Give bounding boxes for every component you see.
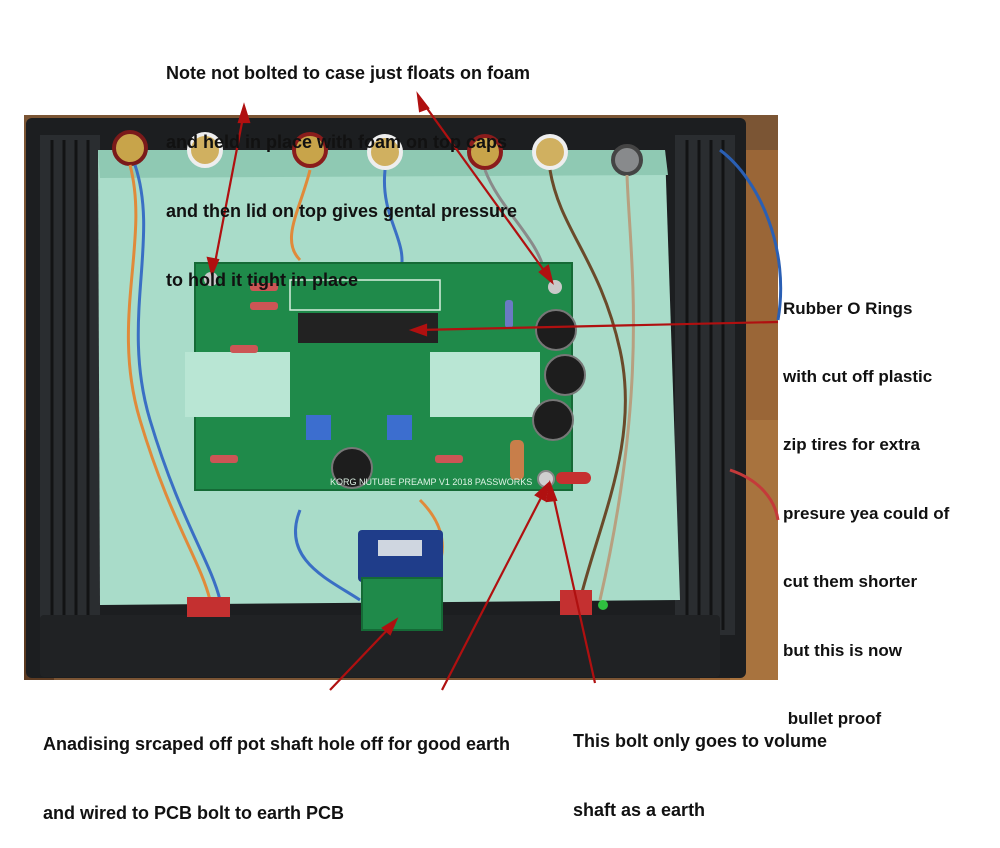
pcb-outline (289, 279, 441, 311)
amplifier-photo: KORG NUTUBE PREAMP V1 2018 PASSWORKS (24, 91, 783, 691)
right-annotation-line-6: but this is now (783, 640, 902, 660)
top-annotation-line-4: to hold it tight in place (166, 270, 358, 290)
pcb-bolt-top-right (548, 280, 562, 294)
case-left-wall (40, 135, 100, 635)
power-jack (611, 144, 643, 176)
pcb-board-text: KORG NUTUBE PREAMP V1 2018 PASSWORKS (330, 477, 532, 487)
arrow-top-right-head (416, 91, 430, 113)
case-right-wall (675, 135, 735, 635)
arrow-bottom-right (550, 489, 597, 684)
top-annotation-line-3: and then lid on top gives gental pressur… (166, 201, 518, 221)
jack-6 (532, 134, 568, 170)
pot-board (361, 577, 443, 631)
twisted-wires (126, 148, 783, 602)
arrow-top-right-tail-head (538, 264, 554, 286)
right-annotation-line-7: bullet proof (783, 708, 882, 728)
capacitor-4 (331, 447, 373, 489)
volume-pot-label (378, 540, 422, 556)
arrow-bottom-left-pot-head (381, 617, 399, 636)
jack-4 (367, 134, 403, 170)
led-indicator (598, 600, 608, 610)
jack-2 (187, 132, 223, 168)
arrow-rubber-rings (417, 320, 779, 332)
bottom-right-annotation: This bolt only goes to volume shaft as a… (573, 684, 827, 845)
jack-1 (112, 130, 148, 166)
arrow-top-right (420, 99, 549, 277)
switch-left (187, 597, 230, 617)
foam-cap-left (185, 352, 290, 417)
arrow-bottom-left-bolt-head (534, 480, 550, 502)
capacitor-2 (544, 354, 586, 396)
pcb-components (185, 272, 591, 489)
right-annotation-line-2: with cut off plastic (783, 366, 933, 386)
case-front-panel (40, 615, 720, 677)
resistor-7 (210, 455, 238, 463)
right-annotation-line-4: presure yea could of (783, 503, 950, 523)
trimmer-1 (306, 415, 331, 440)
arrow-top-note-tail-head (206, 256, 220, 278)
bottom-right-annotation-line-1: This bolt only goes to volume (573, 731, 828, 751)
heatsink-fins-left (50, 140, 90, 630)
annotation-arrows (206, 91, 779, 691)
top-annotation: Note not bolted to case just floats on f… (166, 16, 530, 315)
right-annotation-line-1: Rubber O Rings (783, 298, 913, 318)
foam-cap-right (430, 352, 540, 417)
arrow-bottom-left-pot (329, 624, 393, 691)
capacitor-1 (535, 309, 577, 351)
arrow-top-note (212, 111, 246, 269)
jack-3 (292, 132, 328, 168)
pcb-lug (556, 472, 591, 484)
jack-5 (467, 134, 503, 170)
bottom-left-annotation: Anadising srcaped off pot shaft hole off… (43, 687, 510, 848)
bottom-left-annotation-line-1: Anadising srcaped off pot shaft hole off… (43, 734, 510, 754)
arrow-rubber-rings-head (408, 323, 428, 337)
bottom-right-annotation-line-2: shaft as a earth (573, 800, 706, 820)
right-annotation-line-5: cut them shorter (783, 572, 918, 592)
heatsink-fins-right (685, 140, 725, 630)
bottom-left-annotation-line-2: and wired to PCB bolt to earth PCB (43, 803, 345, 823)
resistor-6 (435, 455, 463, 463)
pcb-bolt-top-left (204, 272, 218, 286)
resistor-2 (250, 302, 278, 310)
capacitor-3 (532, 399, 574, 441)
right-annotation-line-3: zip tires for extra (783, 435, 920, 455)
top-annotation-line-1: Note not bolted to case just floats on f… (166, 63, 531, 83)
right-annotation: Rubber O Rings with cut off plastic zip … (783, 252, 949, 754)
resistor-1 (250, 283, 278, 291)
top-annotation-line-2: and held in place with foam on top caps (166, 132, 508, 152)
resistor-3 (230, 345, 258, 353)
resistor-4 (505, 300, 513, 328)
arrow-bottom-left-bolt (441, 489, 546, 691)
arrow-top-note-head (237, 102, 251, 124)
rca-jacks (112, 130, 643, 176)
trimmer-2 (387, 415, 412, 440)
resistor-5 (510, 440, 524, 480)
arrow-bottom-right-head (545, 479, 558, 503)
